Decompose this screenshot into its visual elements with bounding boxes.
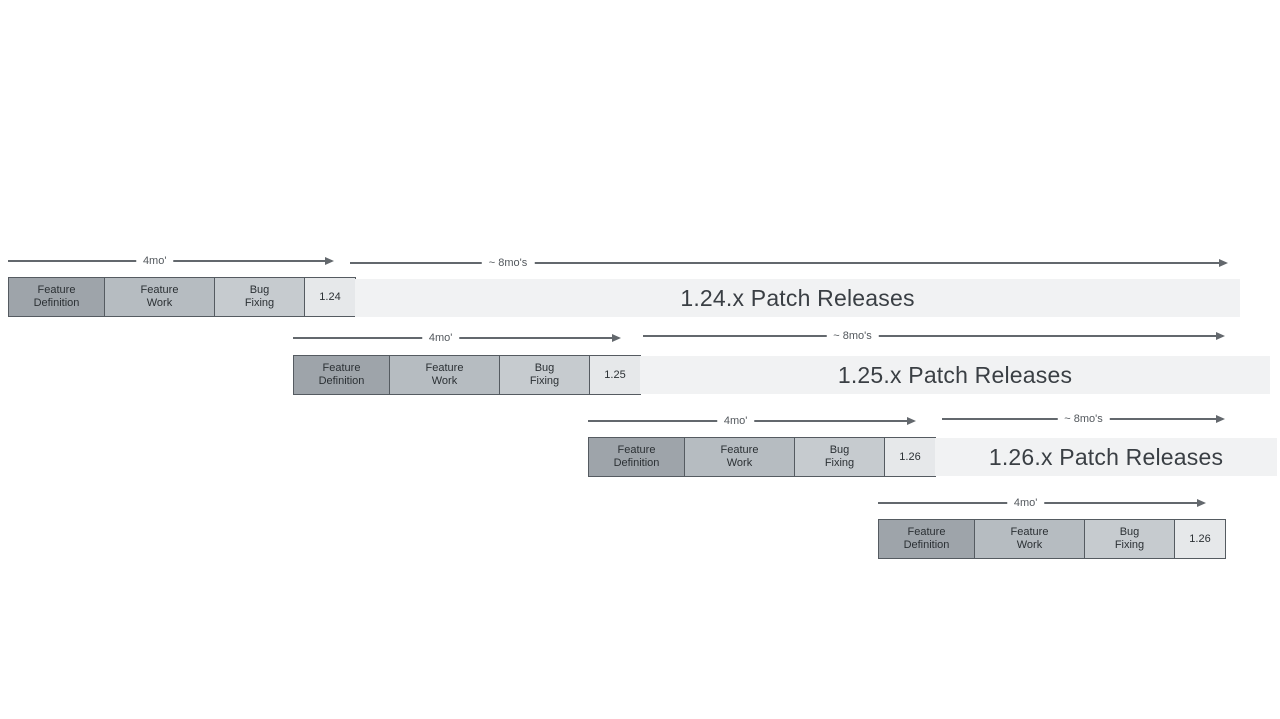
arrowhead-right-icon	[1197, 498, 1206, 507]
row2-feature-definition-box: Feature Definition	[294, 356, 389, 394]
row4-feature-definition-box: Feature Definition	[879, 520, 974, 558]
row3-8mo-label: ~ 8mo's	[1057, 413, 1110, 425]
row1-feature-definition-box: Feature Definition	[9, 278, 104, 316]
row2-8mo-label: ~ 8mo's	[826, 330, 879, 342]
row1-patch-releases-bar: 1.24.x Patch Releases	[355, 279, 1240, 317]
row2-8mo-arrow: ~ 8mo's	[643, 328, 1225, 344]
row3-4mo-label: 4mo'	[716, 415, 755, 427]
row2-bug-fixing-box: Bug Fixing	[499, 356, 589, 394]
row1-4mo-arrow: 4mo'	[8, 253, 334, 269]
row3-bug-fixing-box: Bug Fixing	[794, 438, 884, 476]
row2-feature-work-box: Feature Work	[389, 356, 499, 394]
row4-4mo-label: 4mo'	[1006, 497, 1045, 509]
arrowhead-right-icon	[1219, 258, 1228, 267]
row1-bug-fixing-box: Bug Fixing	[214, 278, 304, 316]
row2-phase-boxes: Feature Definition Feature Work Bug Fixi…	[293, 355, 641, 395]
row1-4mo-label: 4mo'	[135, 255, 174, 267]
row4-version-box: 1.26	[1174, 520, 1225, 558]
row3-patch-releases-bar: 1.26.x Patch Releases	[935, 438, 1277, 476]
row3-phase-boxes: Feature Definition Feature Work Bug Fixi…	[588, 437, 936, 477]
row4-feature-work-box: Feature Work	[974, 520, 1084, 558]
arrowhead-right-icon	[325, 256, 334, 265]
row2-4mo-label: 4mo'	[421, 332, 460, 344]
arrowhead-right-icon	[1216, 414, 1225, 423]
row4-phase-boxes: Feature Definition Feature Work Bug Fixi…	[878, 519, 1226, 559]
row4-4mo-arrow: 4mo'	[878, 495, 1206, 511]
row2-patch-releases-bar: 1.25.x Patch Releases	[640, 356, 1270, 394]
arrowhead-right-icon	[1216, 331, 1225, 340]
row1-phase-boxes: Feature Definition Feature Work Bug Fixi…	[8, 277, 356, 317]
row3-4mo-arrow: 4mo'	[588, 413, 916, 429]
row2-version-box: 1.25	[589, 356, 640, 394]
row3-8mo-arrow: ~ 8mo's	[942, 411, 1225, 427]
row2-4mo-arrow: 4mo'	[293, 330, 621, 346]
row1-8mo-arrow: ~ 8mo's	[350, 255, 1228, 271]
arrowhead-right-icon	[907, 416, 916, 425]
row3-feature-definition-box: Feature Definition	[589, 438, 684, 476]
row3-feature-work-box: Feature Work	[684, 438, 794, 476]
arrow-line	[643, 335, 1223, 337]
row1-version-box: 1.24	[304, 278, 355, 316]
row1-feature-work-box: Feature Work	[104, 278, 214, 316]
row1-8mo-label: ~ 8mo's	[481, 257, 535, 269]
row3-version-box: 1.26	[884, 438, 935, 476]
row4-bug-fixing-box: Bug Fixing	[1084, 520, 1174, 558]
arrowhead-right-icon	[612, 333, 621, 342]
arrow-line	[350, 262, 1226, 264]
